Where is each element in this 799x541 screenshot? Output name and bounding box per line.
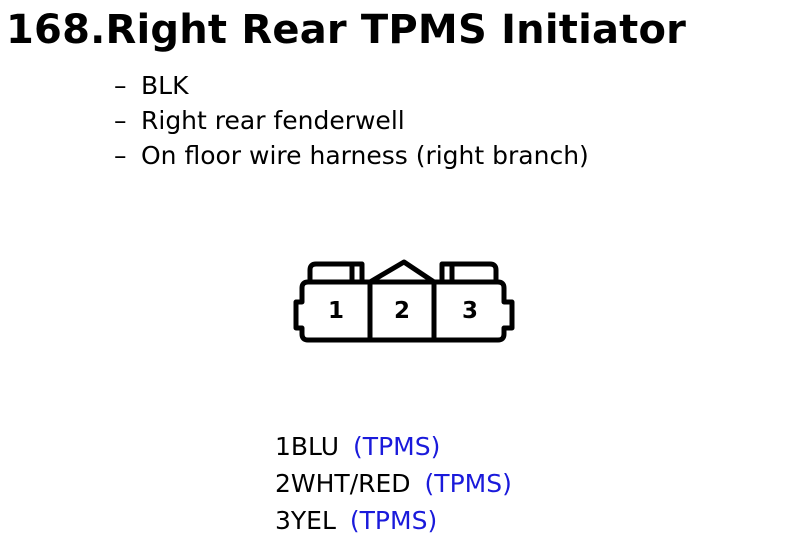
detail-text: On floor wire harness (right branch) (141, 141, 589, 170)
connector-face-diagram: 1 2 3 (293, 259, 515, 343)
detail-location: –Right rear fenderwell (114, 103, 589, 138)
pin-wire-color: YEL (290, 506, 336, 535)
pin-function: (TPMS) (424, 469, 512, 498)
page-title: 168.Right Rear TPMS Initiator (6, 7, 687, 53)
connector-body (293, 279, 515, 343)
connector-key-bump (367, 259, 437, 285)
connector-pin-label: 1 (328, 298, 344, 324)
pin-number: 2 (275, 469, 291, 498)
detail-harness: –On floor wire harness (right branch) (114, 138, 589, 173)
detail-color: –BLK (114, 68, 589, 103)
pinout-row: 2WHT/RED (TPMS) (275, 465, 512, 502)
pin-number: 3 (275, 506, 291, 535)
detail-text: Right rear fenderwell (141, 106, 405, 135)
detail-dash: – (114, 71, 127, 100)
connector-details-list: –BLK –Right rear fenderwell –On floor wi… (114, 68, 589, 173)
pinout-list: 1BLU (TPMS) 2WHT/RED (TPMS) 3YEL (TPMS) (275, 428, 512, 539)
pinout-row: 3YEL (TPMS) (275, 502, 512, 539)
detail-dash: – (114, 106, 127, 135)
pin-wire-color: BLU (290, 432, 340, 461)
detail-dash: – (114, 141, 127, 170)
pinout-row: 1BLU (TPMS) (275, 428, 512, 465)
pin-function: (TPMS) (353, 432, 441, 461)
connector-right-latch (439, 261, 499, 285)
detail-text: BLK (141, 71, 189, 100)
pin-function: (TPMS) (349, 506, 438, 535)
pin-number: 1 (275, 432, 291, 461)
connector-pin-label: 3 (462, 298, 478, 324)
connector-pin-label: 2 (394, 298, 410, 324)
connector-left-latch (307, 261, 365, 285)
pin-wire-color: WHT/RED (290, 469, 411, 498)
